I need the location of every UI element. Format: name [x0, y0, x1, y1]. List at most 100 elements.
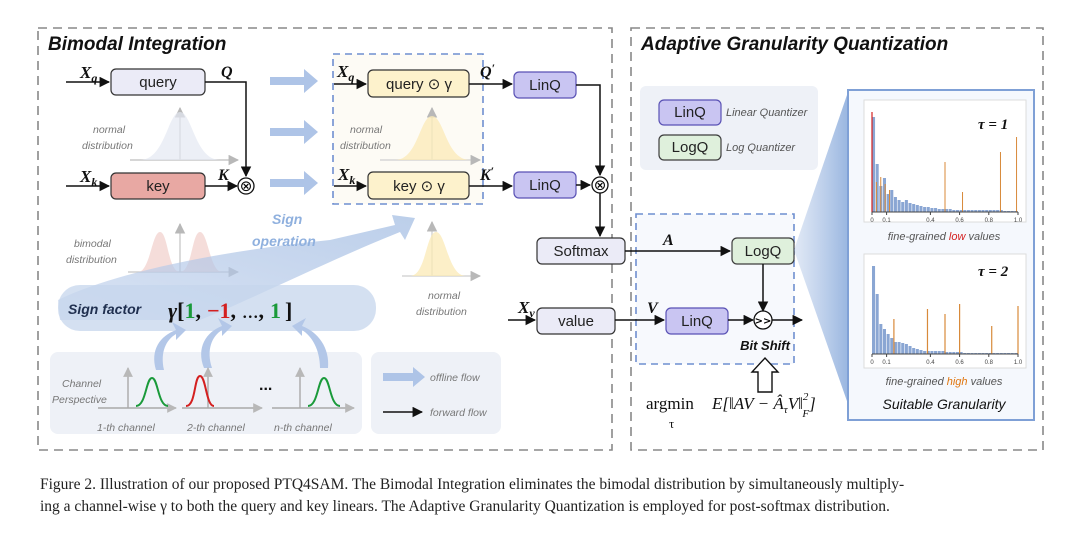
- linq-q-label: LinQ: [529, 77, 561, 94]
- histogram-bar: [923, 207, 927, 212]
- forward-flow-label: forward flow: [430, 407, 488, 419]
- argmin-label: argmin: [646, 394, 694, 413]
- query-block-label: query: [139, 74, 177, 91]
- v-symbol: V: [647, 300, 659, 317]
- linear-quantizer-text: Linear Quantizer: [726, 107, 809, 119]
- fine-low-label: fine-grained low values: [888, 231, 1001, 243]
- argmin-sub: τ: [669, 416, 674, 431]
- histogram-bar: [970, 210, 974, 212]
- histogram-tick-label: 0: [870, 218, 874, 224]
- histogram-bar: [915, 205, 919, 212]
- histogram-bar: [919, 350, 923, 354]
- histogram-bar: [952, 352, 956, 354]
- a-symbol: A: [662, 232, 674, 249]
- channel-2-label: 2-th channel: [186, 422, 245, 434]
- value-label: value: [558, 313, 594, 330]
- offline-flow-arrow: [383, 367, 425, 387]
- histogram-bar: [879, 324, 883, 354]
- histogram-bar: [882, 178, 886, 212]
- times-icon: ⊗: [594, 176, 607, 194]
- tau2-label: τ = 2: [978, 264, 1009, 280]
- logq-main-label: LogQ: [745, 243, 782, 260]
- tau1-label: τ = 1: [978, 117, 1008, 133]
- histogram-bar: [988, 210, 992, 212]
- times-icon: ⊗: [240, 177, 253, 195]
- histogram-bar: [963, 210, 967, 212]
- channel-dots: ...: [259, 377, 272, 394]
- gamma-vector: γ[1,−1,...,1]: [168, 298, 292, 323]
- histogram-tick-label: 0.1: [882, 360, 891, 366]
- histogram-bar: [897, 200, 901, 212]
- histogram-bar: [923, 351, 927, 354]
- offline-block-arrows: [270, 69, 318, 195]
- histogram-bar: [893, 342, 897, 354]
- histogram-bar: [974, 210, 978, 212]
- flow-legend: [371, 352, 501, 434]
- histogram-bar: [908, 203, 912, 212]
- logq-legend-block: [658, 134, 722, 161]
- histogram-tick-label: 0.8: [985, 360, 994, 366]
- histogram-tick-label: 0.4: [926, 218, 935, 224]
- histogram-bar: [955, 210, 959, 212]
- normal-dist-key-gamma: [402, 220, 482, 282]
- histogram-bar: [875, 294, 879, 354]
- histogram-tick-label: 1.0: [1014, 360, 1023, 366]
- histogram-bar: [912, 348, 916, 354]
- histogram-bar: [937, 209, 941, 212]
- fine-high-label: fine-grained high values: [886, 376, 1003, 388]
- linq-legend-label: LinQ: [674, 104, 706, 121]
- k-prime-symbol: K′: [479, 164, 494, 184]
- channel-curved-arrows: [154, 318, 329, 370]
- suitable-granularity-label: Suitable Granularity: [883, 396, 1007, 412]
- histogram-bar: [926, 207, 930, 212]
- hollow-up-arrow: [750, 356, 780, 393]
- histogram-bar: [886, 194, 890, 212]
- histogram-bar: [875, 164, 879, 212]
- histogram-tick-label: 0.8: [985, 218, 994, 224]
- histogram-bar: [955, 352, 959, 354]
- histogram-bar: [941, 351, 945, 354]
- histogram-bar: [966, 210, 970, 212]
- histogram-tick-label: 0.1: [882, 218, 891, 224]
- zoom-beam: [794, 92, 848, 404]
- histogram-bar: [872, 266, 876, 354]
- ptq4sam-diagram: Bimodal Integration Adaptive Granularity…: [37, 27, 1044, 451]
- linq-k-label: LinQ: [529, 177, 561, 194]
- histogram-bar: [959, 210, 963, 212]
- input-xv: Xv: [517, 298, 535, 320]
- histogram-bar: [985, 210, 989, 212]
- histogram-bar: [948, 352, 952, 354]
- key-gamma-label: key ⊙ γ: [393, 178, 445, 195]
- channel-n: [272, 367, 355, 413]
- input-xq-gamma: Xq: [336, 62, 354, 84]
- value-block: [536, 307, 616, 335]
- input-xk: Xk: [79, 167, 97, 189]
- histogram-bar: [930, 351, 934, 354]
- histogram-bar: [937, 351, 941, 354]
- log-quantizer-text: Log Quantizer: [726, 142, 796, 154]
- histogram-bar: [912, 204, 916, 212]
- histogram-bar: [915, 349, 919, 354]
- sign-factor-bg: [58, 285, 376, 331]
- histogram-bar: [890, 338, 894, 354]
- histogram-bar: [886, 334, 890, 354]
- input-xk-gamma: Xk: [337, 165, 355, 187]
- channel-n-label: n-th channel: [274, 422, 332, 434]
- histogram-bar: [897, 342, 901, 354]
- agq-frame: [630, 27, 1044, 451]
- histogram-bar: [977, 210, 981, 212]
- channel-1-label: 1-th channel: [97, 422, 155, 434]
- bit-shift-label: Bit Shift: [740, 338, 790, 353]
- histogram-bar: [893, 197, 897, 212]
- histogram-bar: [904, 344, 908, 354]
- query-gamma-label: query ⊙ γ: [386, 76, 452, 93]
- normal-dist-gamma: [380, 106, 482, 166]
- q-prime-symbol: Q′: [480, 61, 495, 81]
- softmax-label: Softmax: [553, 243, 609, 260]
- caption-line-1: Figure 2. Illustration of our proposed P…: [40, 476, 905, 493]
- histogram-bar: [945, 352, 949, 354]
